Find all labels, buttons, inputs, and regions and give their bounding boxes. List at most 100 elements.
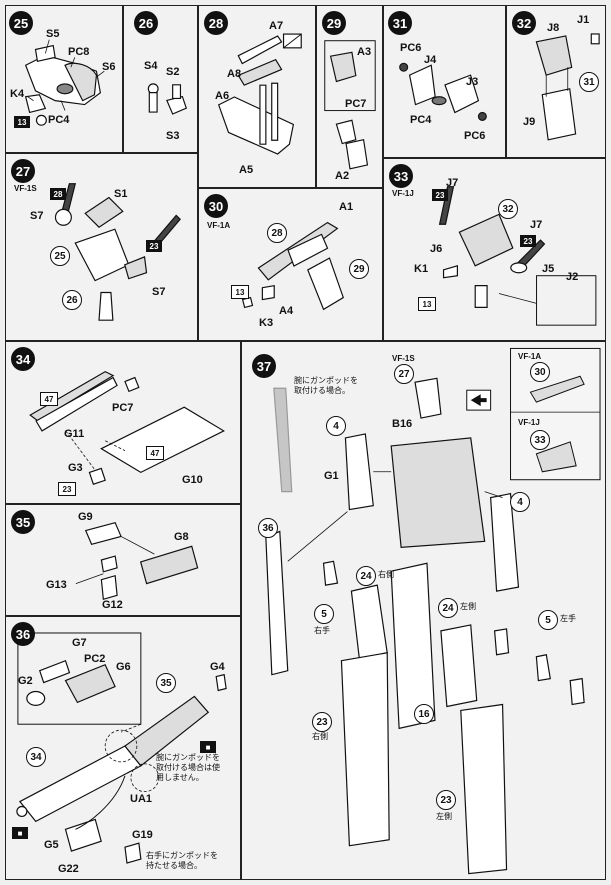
step-31-panel: 31 PC6 J4 J3 PC4 PC6 xyxy=(383,5,506,158)
ref-step: 29 xyxy=(349,259,369,279)
part-label: A8 xyxy=(227,68,242,80)
ref-step: 23 xyxy=(312,712,332,732)
ref-square: 23 xyxy=(146,240,162,252)
part-label: PC7 xyxy=(112,402,134,414)
step-26-panel: 26 S4 S2 S3 xyxy=(123,5,198,153)
ref-step: 26 xyxy=(62,290,82,310)
part-count-badge: 13 xyxy=(231,285,249,299)
part-label: B16 xyxy=(392,418,413,430)
part-label: G8 xyxy=(174,531,189,543)
step-30-drawing xyxy=(241,221,345,311)
ref-square: 23 xyxy=(520,235,536,247)
hand-mark-icon: ■ xyxy=(12,827,28,839)
part-label: K1 xyxy=(414,263,429,275)
step-25-drawing xyxy=(24,39,105,126)
variant-label: VF-1S xyxy=(14,184,37,193)
part-label: G4 xyxy=(210,661,225,673)
part-label: A1 xyxy=(339,201,354,213)
part-label: S7 xyxy=(152,286,166,298)
step-28-panel: 28 A7 A8 A6 A5 xyxy=(198,5,316,188)
part-label: J2 xyxy=(566,271,579,283)
part-count-badge: 13 xyxy=(418,297,436,311)
part-label: K3 xyxy=(259,317,274,329)
part-label: J6 xyxy=(430,243,443,255)
step-36-panel: 36 G7 PC2 G6 G2 G4 35 34 ■ 腕にガンポッドを 取付ける… xyxy=(5,616,241,880)
part-label: A5 xyxy=(239,164,254,176)
part-label: G7 xyxy=(72,637,87,649)
part-label: G6 xyxy=(116,661,131,673)
step-number: 30 xyxy=(204,194,228,218)
ref-step: 4 xyxy=(326,416,346,436)
part-label: G11 xyxy=(64,428,85,440)
part-label: S1 xyxy=(114,188,128,200)
part-label: J7 xyxy=(446,177,459,189)
variant-label: VF-1A xyxy=(518,352,542,361)
part-label: J9 xyxy=(523,116,536,128)
part-label: J5 xyxy=(542,263,555,275)
ref-step: 36 xyxy=(258,518,278,538)
ref-step: 24 xyxy=(438,598,458,618)
ref-square: 23 xyxy=(432,189,448,201)
part-label: G2 xyxy=(18,675,33,687)
step-25-panel: 25 S5 PC8 S6 K4 13 PC4 xyxy=(5,5,123,153)
step-number: 35 xyxy=(11,510,35,534)
part-label: PC2 xyxy=(84,653,106,665)
variant-label: VF-1J xyxy=(518,418,540,427)
part-label: A7 xyxy=(269,20,284,32)
step-31-drawing xyxy=(399,62,487,121)
part-label: UA1 xyxy=(130,793,153,805)
step-number: 34 xyxy=(11,347,35,371)
ref-step: 28 xyxy=(267,223,287,243)
step-27-panel: 27 VF-1S 28 S1 S7 25 23 S7 26 xyxy=(5,153,198,341)
side-text: 左手 xyxy=(560,614,576,623)
part-label: PC7 xyxy=(345,98,367,110)
note-text: 右手にガンポッドを xyxy=(146,851,218,860)
ref-step: 31 xyxy=(579,72,599,92)
side-text: 右側 xyxy=(312,732,328,741)
part-label: S3 xyxy=(166,130,180,142)
part-label: PC4 xyxy=(410,114,432,126)
part-count-badge: 13 xyxy=(14,116,30,128)
step-number: 31 xyxy=(388,11,412,35)
part-label: G19 xyxy=(132,829,153,841)
part-label: S5 xyxy=(46,28,60,40)
step-number: 25 xyxy=(9,11,33,35)
side-text: 右手 xyxy=(314,626,330,635)
part-label: G13 xyxy=(46,579,67,591)
part-label: PC8 xyxy=(68,46,90,58)
step-32-drawing xyxy=(535,33,600,141)
ref-square: 23 xyxy=(58,482,76,496)
part-label: G10 xyxy=(182,474,203,486)
part-label: S6 xyxy=(102,61,116,73)
side-text: 左側 xyxy=(436,812,452,821)
note-text: 腕にガンポッドを xyxy=(294,376,358,385)
note-text: 持たせる場合。 xyxy=(146,861,202,870)
part-label: A4 xyxy=(279,305,294,317)
step-number: 36 xyxy=(11,622,35,646)
note-text: 取付ける場合は使 xyxy=(156,763,220,772)
part-label: A2 xyxy=(335,170,350,182)
note-text: 腕にガンポッドを xyxy=(156,753,220,762)
hand-mark-icon: ■ xyxy=(200,741,216,753)
part-label: J1 xyxy=(577,14,590,26)
step-29-drawing xyxy=(324,40,376,170)
ref-step: 23 xyxy=(436,790,456,810)
side-text: 左側 xyxy=(460,602,476,611)
ref-step: 4 xyxy=(510,492,530,512)
note-text: 取付ける場合。 xyxy=(294,386,350,395)
part-label: J4 xyxy=(424,54,437,66)
variant-label: VF-1S xyxy=(392,354,415,363)
part-label: J7 xyxy=(530,219,543,231)
variant-label: VF-1A xyxy=(207,221,231,230)
step-35-panel: 35 G9 G8 G13 G12 xyxy=(5,504,241,616)
step-28-drawing xyxy=(217,33,302,155)
part-label: K4 xyxy=(10,88,25,100)
step-34-drawing xyxy=(29,370,225,485)
part-label: PC6 xyxy=(400,42,422,54)
part-label: PC4 xyxy=(48,114,70,126)
part-label: G5 xyxy=(44,839,59,851)
step-34-panel: 34 47 PC7 47 G11 G3 23 G10 xyxy=(5,341,241,504)
step-number: 32 xyxy=(512,11,536,35)
ref-step: 33 xyxy=(530,430,550,450)
